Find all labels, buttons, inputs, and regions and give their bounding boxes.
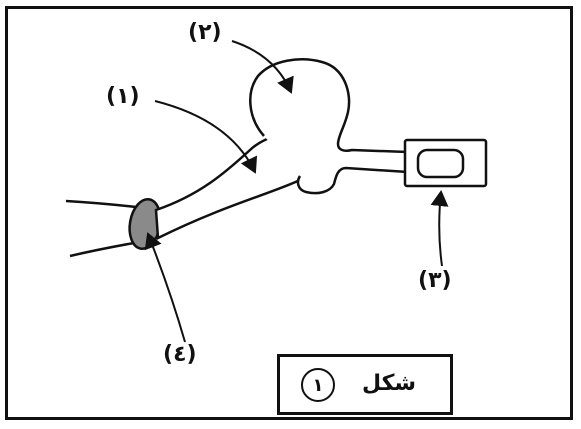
label-part-2: (٢) [188,20,222,45]
label-part-3: (٣) [418,268,452,293]
figure-caption: ١ شكل [277,354,453,415]
figure-caption-word: شكل [362,371,417,396]
tube-lower-line [69,241,135,258]
arrow-part-1 [154,100,258,174]
arrow-part-4 [144,232,186,343]
arrow-part-2 [231,40,294,94]
figure-number-circle: ١ [301,368,335,402]
label-part-4: (٤) [163,342,197,367]
tube-upper-line [65,199,137,209]
label-part-1: (١) [106,84,140,109]
arrow-part-3 [430,190,449,267]
part-3-window [416,148,465,179]
